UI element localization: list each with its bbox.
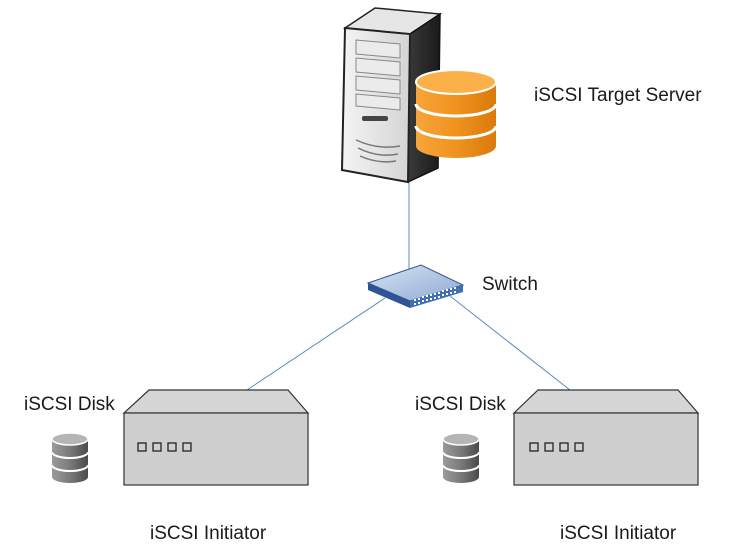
database-icon <box>414 69 498 158</box>
disk-label-right: iSCSI Disk <box>415 394 506 415</box>
server-chassis-icon-left <box>122 389 310 486</box>
server-tower-icon <box>340 7 443 184</box>
network-switch-icon <box>366 264 465 308</box>
target-server-label: iSCSI Target Server <box>534 85 702 106</box>
network-links <box>246 180 571 391</box>
server-chassis-icon-right <box>512 389 700 486</box>
initiator-label-left: iSCSI Initiator <box>150 523 267 544</box>
disk-icon-left <box>51 432 89 483</box>
initiator-label-right: iSCSI Initiator <box>560 523 677 544</box>
disk-label-left: iSCSI Disk <box>24 394 115 415</box>
switch-label: Switch <box>482 274 538 295</box>
disk-icon-right <box>442 432 480 483</box>
link-switch-initiator-left <box>246 297 386 391</box>
link-switch-initiator-right <box>449 295 571 391</box>
